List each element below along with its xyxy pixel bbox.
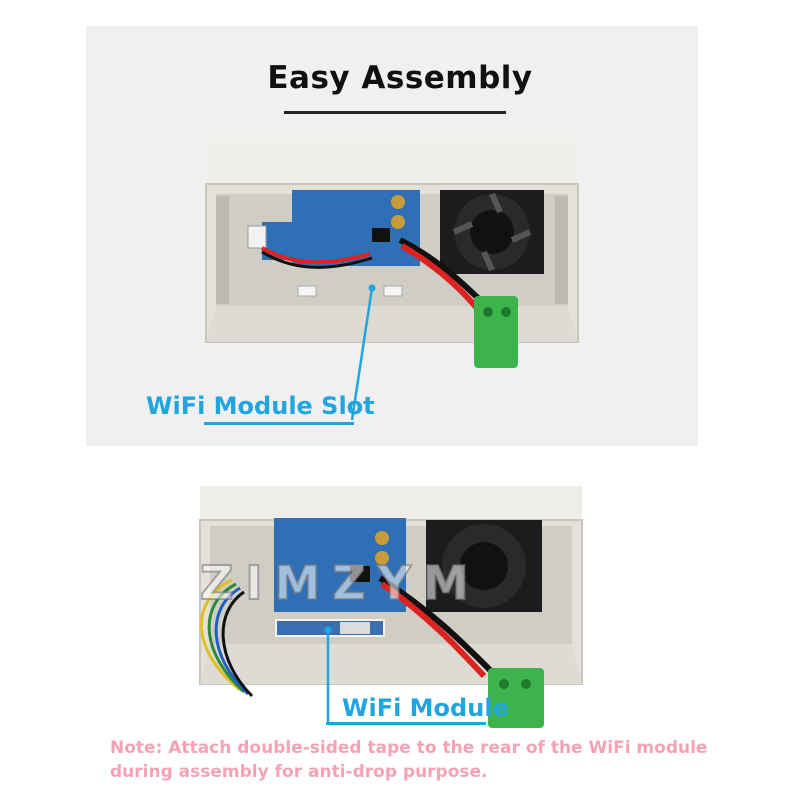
- pcb-board-icon: [247, 190, 420, 266]
- wifi-module-label: WiFi Module: [342, 694, 509, 722]
- fan-bottom: [426, 520, 542, 612]
- wifi-module-slot-underline: [204, 422, 354, 425]
- watermark: ZIMZYM: [199, 555, 481, 611]
- wifi-module-underline: [326, 722, 486, 725]
- title-underline: [284, 111, 506, 114]
- wifi-module-slot-label: WiFi Module Slot: [146, 392, 375, 420]
- fan-icon: [440, 190, 544, 274]
- terminal-connector-icon: [474, 296, 518, 368]
- module-slot: [297, 285, 403, 297]
- pcb-board-bottom: [274, 518, 406, 612]
- page-title: Easy Assembly: [267, 60, 533, 96]
- wires-bottom: [199, 575, 493, 698]
- assembly-note: Note: Attach double-sided tape to the re…: [110, 738, 708, 782]
- terminal-connector-bottom: [488, 668, 544, 728]
- slot-callout-line: [350, 287, 374, 421]
